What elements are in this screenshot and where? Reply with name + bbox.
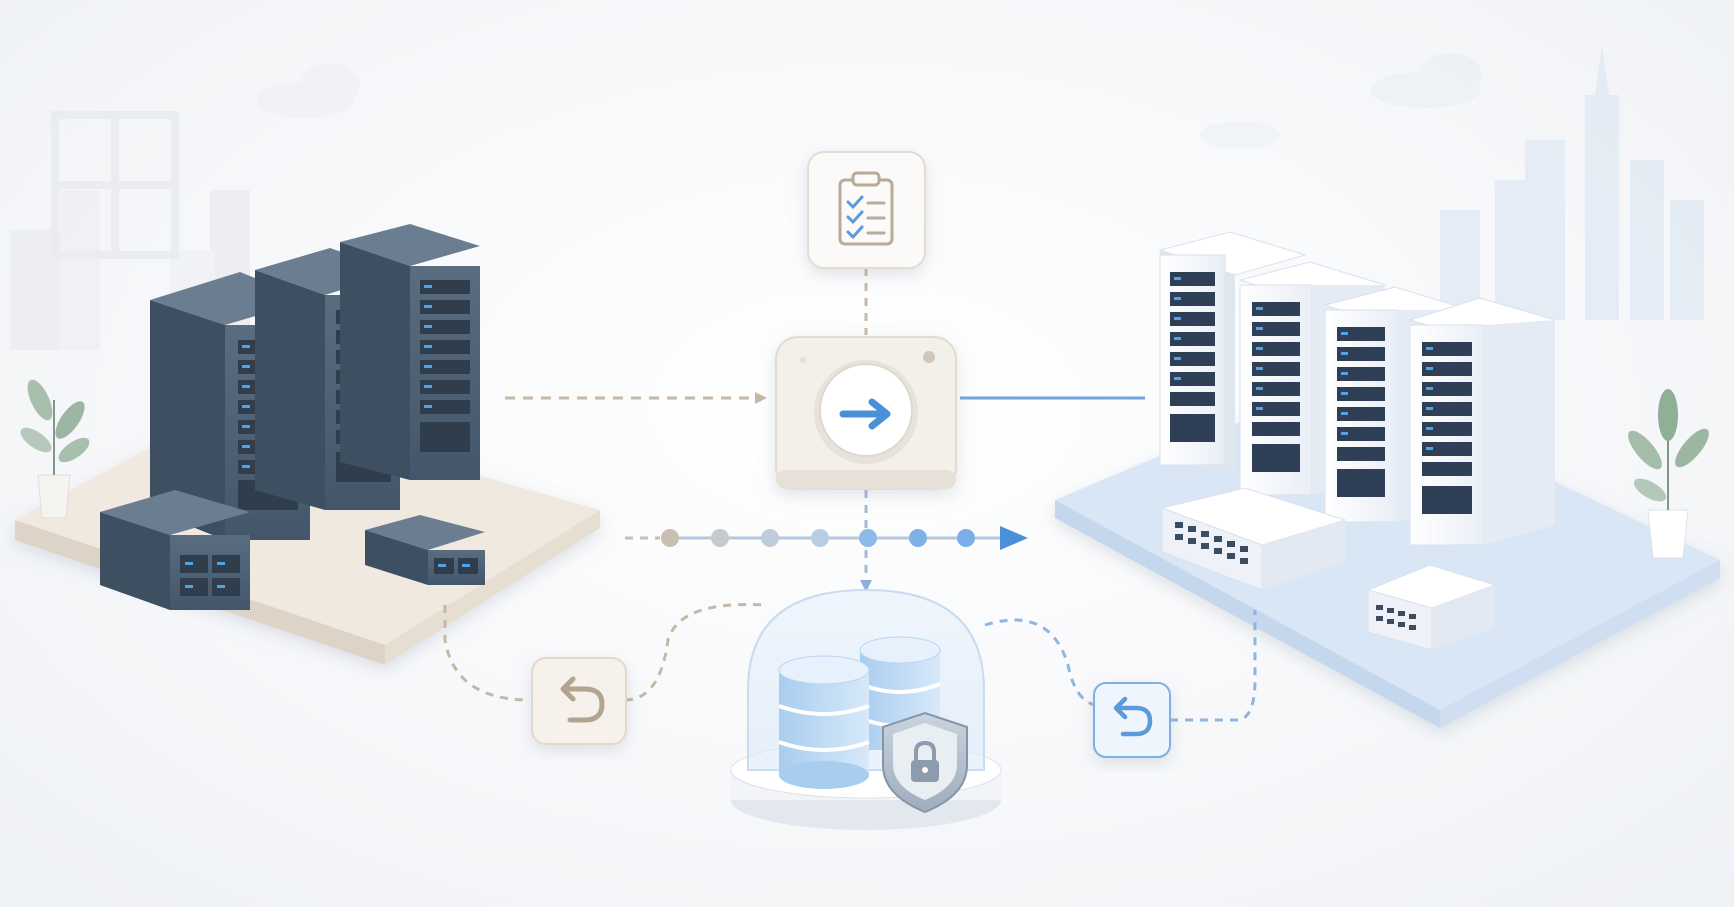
window-frame-icon — [51, 111, 179, 259]
arrowhead-icon — [1000, 526, 1028, 550]
plant-icon — [20, 379, 90, 519]
migration-button[interactable] — [775, 336, 957, 490]
secured-backup[interactable] — [730, 588, 1002, 830]
rollback-button-right[interactable] — [1093, 682, 1171, 758]
shield-lock-icon — [882, 711, 968, 814]
cloud-icon — [1200, 53, 1482, 149]
arrowhead-icon — [755, 392, 767, 404]
legacy-server-rack — [340, 224, 480, 480]
undo-arrow-icon — [1113, 696, 1153, 737]
clipboard-checklist-icon — [838, 171, 894, 246]
arrowhead-icon — [860, 580, 872, 592]
background-decor — [10, 45, 1704, 360]
progress-dots — [661, 529, 975, 547]
cloud-icon — [257, 63, 360, 118]
connectors — [443, 268, 1257, 722]
arrow-right-icon — [839, 398, 891, 430]
edge-target-rollback — [1170, 610, 1257, 722]
legacy-storage-unit — [100, 490, 250, 610]
city-skyline — [1440, 45, 1704, 320]
cloud-server-rack — [1408, 297, 1557, 546]
edge-backup-rollback-right — [984, 618, 1096, 707]
network-switch — [1366, 564, 1497, 651]
legacy-storage-unit — [365, 515, 485, 585]
cloud-server-rack — [1158, 231, 1307, 475]
database-icon — [778, 636, 941, 789]
undo-arrow-icon — [560, 676, 605, 723]
edge-legacy-rollback — [443, 605, 531, 702]
checklist-card[interactable] — [807, 151, 926, 269]
plant-icon — [1628, 389, 1709, 559]
rollback-button-left[interactable] — [531, 657, 627, 745]
edge-rollback-backup-left — [624, 602, 766, 702]
network-switch — [1160, 487, 1347, 591]
